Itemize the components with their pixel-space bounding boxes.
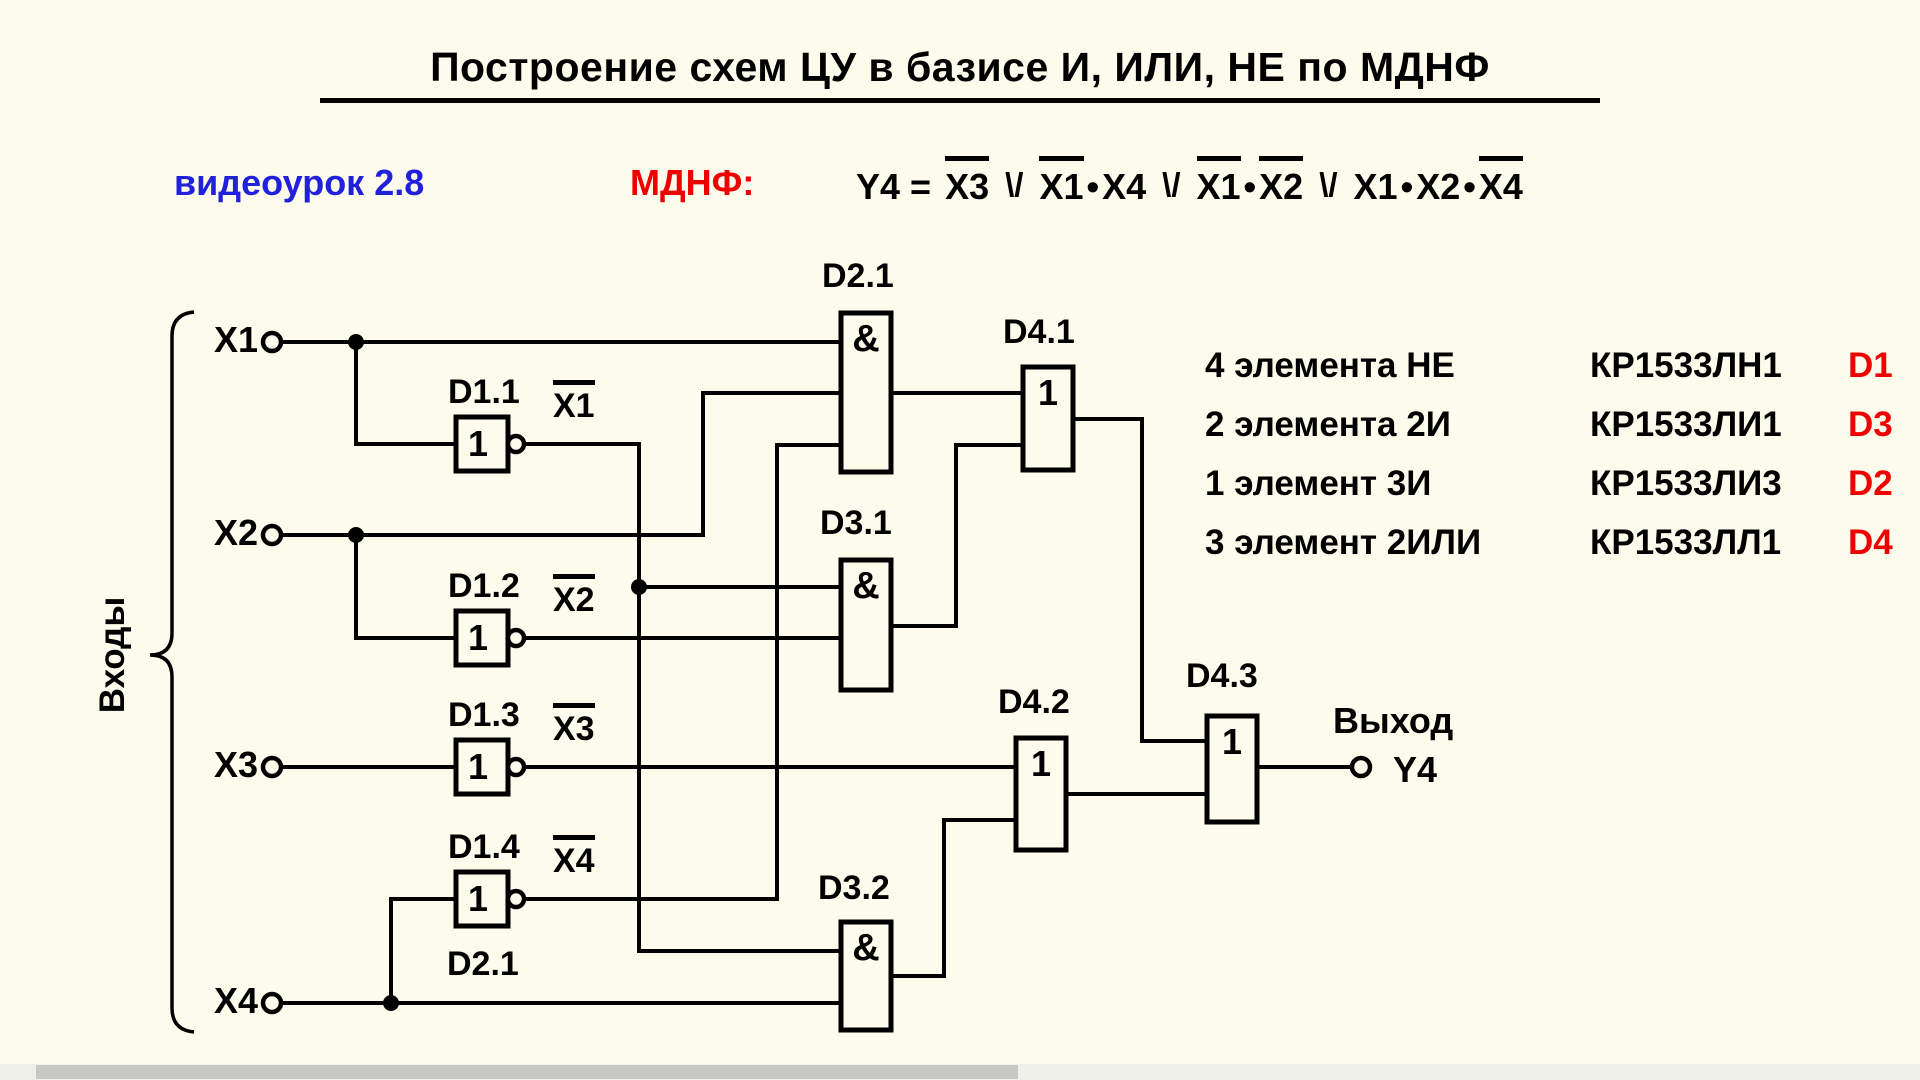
terminal-x2 — [260, 523, 284, 547]
gate-d4-2-box — [1013, 735, 1069, 853]
gate-label-d4-2: D4.2 — [998, 683, 1070, 721]
gate-label-d1-2: D1.2 — [448, 567, 520, 605]
gate-label-d3-1: D3.1 — [820, 504, 892, 542]
lesson-label: видеоурок 2.8 — [174, 162, 425, 203]
not-glyph-d1-3: 1 — [467, 746, 489, 787]
formula-term-4: X1 • X2 • X4 — [1354, 156, 1523, 208]
legend-designator: D2 — [1848, 464, 1893, 503]
wire-d31-to-d41 — [891, 443, 1023, 628]
legend-description: 1 элемент 3И — [1205, 464, 1432, 503]
wire-not-x1 — [524, 442, 841, 953]
signal-not-x3: X3 — [553, 703, 595, 749]
chip-legend: 4 элемента НЕ КР1533ЛН1 D1 2 элемента 2И… — [1205, 346, 1918, 582]
horizontal-scrollbar[interactable] — [0, 1064, 1920, 1080]
wire-x1-branch — [354, 342, 456, 446]
inputs-brace — [149, 310, 195, 1034]
legend-part: КР1533ЛН1 — [1590, 346, 1782, 385]
input-label-x2: X2 — [213, 512, 258, 553]
and-glyph-d2-1: & — [852, 318, 880, 360]
bubble-d1-2 — [505, 627, 527, 649]
not-glyph-d1-1: 1 — [467, 423, 489, 464]
mdnf-formula: Y4 = X3 \/ X1 • X4 \/ X1 • X2 \/ X1 • X2… — [856, 156, 1523, 208]
legend-designator: D1 — [1848, 346, 1893, 385]
signal-not-x2: X2 — [553, 574, 595, 620]
terminal-x3 — [260, 755, 284, 779]
gate-label-d2-1: D2.1 — [822, 257, 894, 295]
gate-d4-3-box — [1204, 713, 1260, 825]
legend-description: 4 элемента НЕ — [1205, 346, 1455, 385]
gate-d1-2-box — [453, 608, 511, 668]
terminal-y4 — [1349, 755, 1373, 779]
not-glyph-d1-4: 1 — [467, 878, 489, 919]
legend-part: КР1533ЛИ3 — [1590, 464, 1782, 503]
inputs-brace-label: Входы — [93, 596, 132, 714]
terminal-x1 — [260, 330, 284, 354]
wire-x2 — [281, 391, 841, 537]
legend-designator: D4 — [1848, 523, 1893, 562]
legend-description: 2 элемента 2И — [1205, 405, 1451, 444]
formula-term-3: X1 • X2 — [1196, 156, 1304, 208]
legend-designator: D3 — [1848, 405, 1893, 444]
or-symbol: \/ — [1005, 166, 1024, 203]
wire-d41-to-d43 — [1073, 417, 1207, 743]
mdnf-label: МДНФ: — [630, 162, 755, 203]
terminal-x4 — [260, 991, 284, 1015]
gate-d2-1-box — [838, 310, 894, 475]
gate-d3-1-box — [838, 557, 894, 693]
legend-part: КР1533ЛЛ1 — [1590, 523, 1782, 562]
signal-not-x4: X4 — [553, 835, 595, 881]
junction-x1 — [348, 334, 364, 350]
gate-d3-2-box — [838, 919, 894, 1033]
junction-x4 — [383, 995, 399, 1011]
junction-not-x1 — [631, 579, 647, 595]
gate-label-d1-1: D1.1 — [448, 373, 520, 411]
gate-label-d2-1-extra: D2.1 — [447, 945, 519, 983]
and-glyph-d3-1: & — [852, 565, 880, 607]
formula-term-2: X1 • X4 — [1039, 156, 1146, 208]
bubble-d1-3 — [505, 756, 527, 778]
wire-x4-branch — [389, 897, 456, 1003]
wire-not-x4 — [524, 443, 841, 901]
output-signal: Y4 — [1393, 749, 1438, 790]
gate-d1-3-box — [453, 737, 511, 797]
or-glyph-d4-3: 1 — [1221, 721, 1243, 762]
bubble-d1-4 — [505, 888, 527, 910]
gate-d4-1-box — [1020, 364, 1076, 473]
formula-term-1: X3 — [945, 156, 990, 208]
or-symbol: \/ — [1319, 166, 1338, 203]
input-label-x4: X4 — [213, 980, 258, 1021]
or-symbol: \/ — [1162, 166, 1181, 203]
legend-part: КР1533ЛИ1 — [1590, 405, 1782, 444]
legend-description: 3 элемент 2ИЛИ — [1205, 523, 1482, 562]
gate-label-d1-4: D1.4 — [448, 828, 520, 866]
signal-not-x1: X1 — [553, 380, 595, 426]
wire-d32-to-d42 — [891, 818, 1016, 978]
gate-d1-1-box — [453, 414, 511, 474]
output-title: Выход — [1333, 700, 1454, 741]
page-title: Построение схем ЦУ в базисе И, ИЛИ, НЕ п… — [320, 44, 1600, 103]
formula-lhs: Y4 = — [856, 166, 932, 207]
gate-label-d4-1: D4.1 — [1003, 313, 1075, 351]
gate-label-d3-2: D3.2 — [818, 869, 890, 907]
input-label-x1: X1 — [213, 319, 258, 360]
or-glyph-d4-2: 1 — [1030, 743, 1052, 784]
or-glyph-d4-1: 1 — [1037, 372, 1059, 413]
junction-x2 — [348, 527, 364, 543]
bubble-d1-1 — [505, 433, 527, 455]
gate-label-d1-3: D1.3 — [448, 696, 520, 734]
scrollbar-thumb[interactable] — [36, 1065, 1018, 1079]
gate-label-d4-3: D4.3 — [1186, 657, 1258, 695]
wire-x2-branch — [354, 535, 456, 640]
not-glyph-d1-2: 1 — [467, 617, 489, 658]
and-glyph-d3-2: & — [852, 927, 880, 969]
input-label-x3: X3 — [213, 744, 258, 785]
